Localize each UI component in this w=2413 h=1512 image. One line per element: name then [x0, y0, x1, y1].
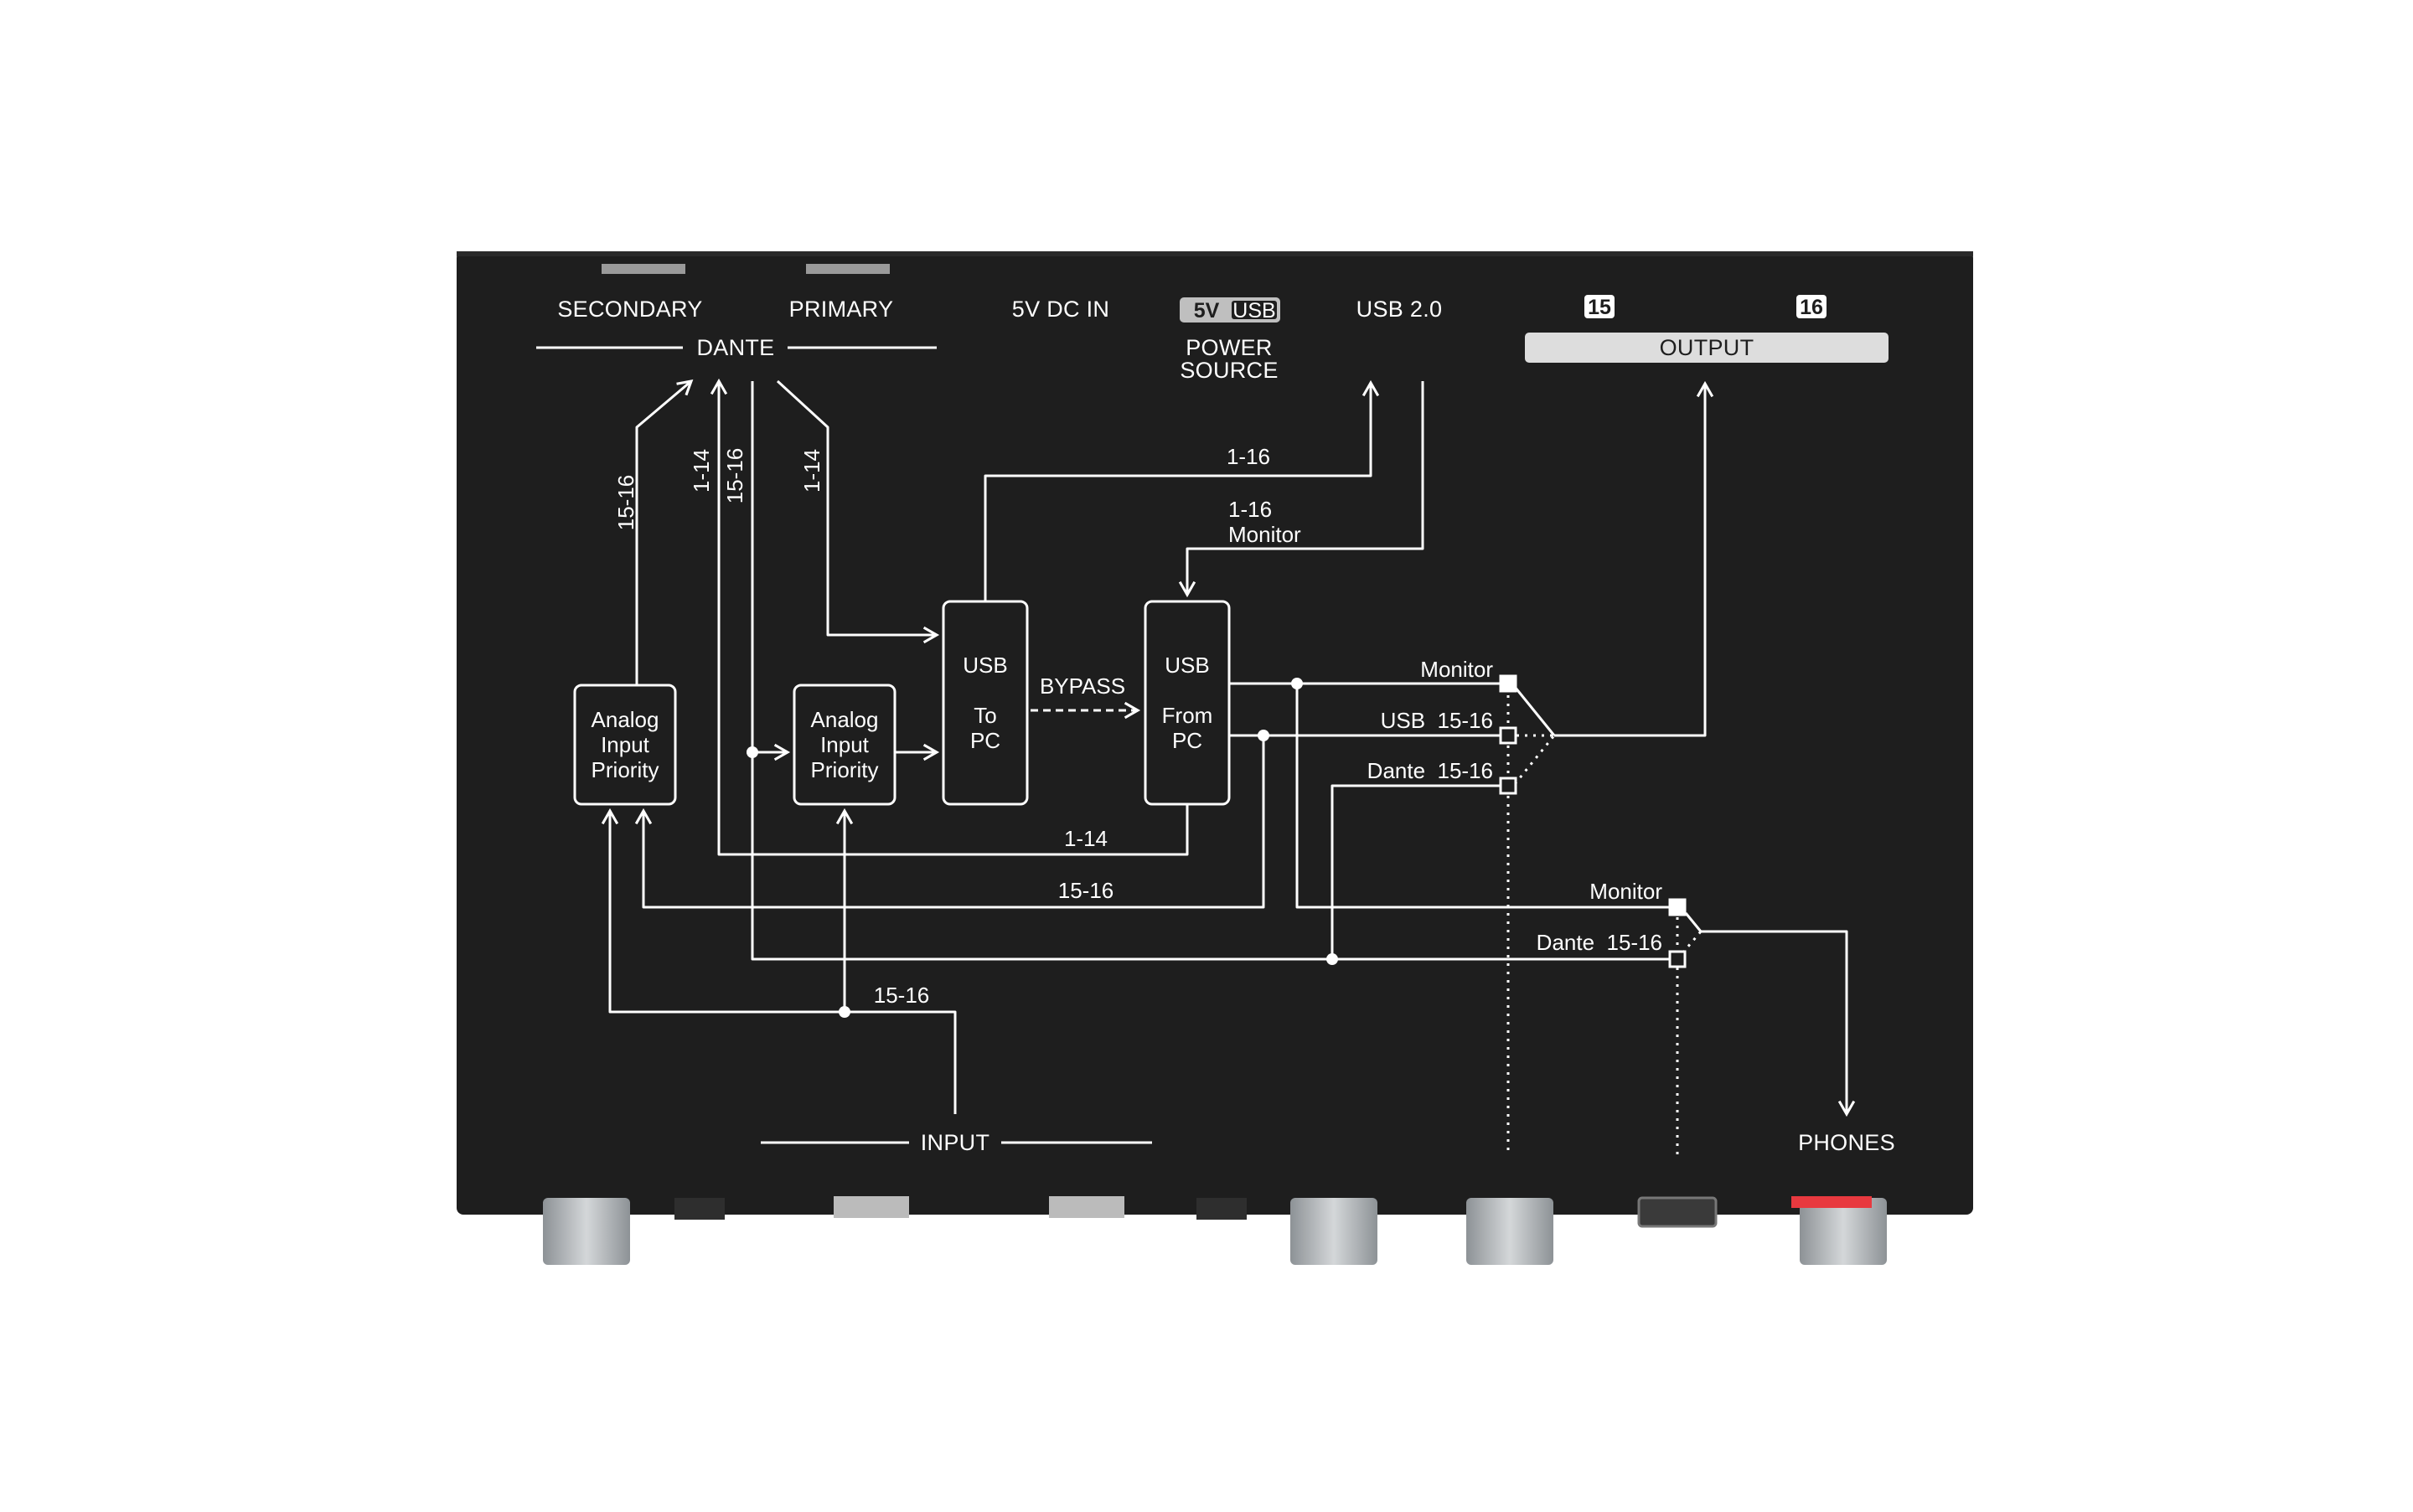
label-return-15-16: 15-16 [1058, 878, 1114, 903]
phones-label: PHONES [1798, 1130, 1895, 1155]
usb-to-pc-line3: PC [970, 728, 1000, 753]
label-phones-dante-15-16: Dante 15-16 [1537, 930, 1662, 955]
wire-monitor-to-phones [1295, 684, 1677, 909]
primary-label: PRIMARY [789, 297, 894, 322]
label-monitor-1-16-line1: 1-16 [1228, 497, 1272, 522]
power-source-line2: SOURCE [1180, 358, 1278, 383]
switch-terminals [1499, 674, 1687, 968]
dante-primary-connector [806, 264, 890, 274]
output-dante-terminal [1499, 777, 1517, 795]
input-label: INPUT [921, 1130, 990, 1155]
chassis [457, 251, 1973, 1265]
dante-secondary-connector [602, 264, 685, 274]
label-1-14-a: 1-14 [689, 449, 714, 493]
small-port-2 [1196, 1198, 1247, 1220]
knob-2[interactable] [1290, 1198, 1377, 1265]
usb-to-pc-line1: USB [963, 653, 1007, 678]
label-usb-1-16: 1-16 [1227, 444, 1270, 469]
usb-from-pc-line3: PC [1172, 728, 1202, 753]
analog1-line2: Input [601, 732, 650, 757]
input-connector-1 [834, 1196, 909, 1218]
svg-text:16: 16 [1800, 296, 1823, 319]
label-phones-monitor: Monitor [1589, 879, 1662, 904]
label-monitor-1-16-line2: Monitor [1228, 522, 1301, 547]
secondary-label: SECONDARY [557, 297, 702, 322]
output-label: OUTPUT [1660, 335, 1754, 360]
wire-input-to-analog1 [601, 808, 957, 1114]
wire-to-phones [1684, 912, 1856, 1117]
label-15-16-b: 15-16 [722, 448, 747, 504]
power-5v-label: 5V [1194, 299, 1220, 323]
analog2-line1: Analog [811, 707, 879, 732]
analog1-line3: Priority [592, 757, 659, 782]
analog-input-priority-1 [573, 684, 677, 806]
analog2-line3: Priority [811, 757, 879, 782]
analog1-line1: Analog [592, 707, 659, 732]
wire-usb-to-usb20 [984, 379, 1380, 601]
wire-to-output [1554, 380, 1714, 737]
input-connector-2 [1049, 1196, 1124, 1218]
wire-dante-1-14-to-usb [776, 379, 940, 644]
analog-input-priority-2 [793, 684, 896, 806]
phones-jack[interactable] [1637, 1196, 1718, 1228]
wire-dante-15-16-main [751, 381, 1332, 961]
small-port [674, 1198, 725, 1220]
wire-usb20-monitor [1178, 381, 1424, 598]
signal-wires [601, 378, 1856, 1144]
phones-monitor-terminal [1668, 898, 1687, 916]
wire-dante-15-16-output [1331, 784, 1508, 959]
label-bypass: BYPASS [1040, 673, 1125, 699]
output-monitor-terminal [1499, 674, 1517, 693]
knob-1[interactable] [543, 1198, 630, 1265]
wire-1-14-return [710, 378, 1189, 856]
dante-header: DANTE [536, 335, 937, 360]
phones-dante-terminal [1668, 950, 1687, 968]
svg-text:15: 15 [1588, 296, 1611, 319]
junctions [747, 678, 1338, 1018]
usb-from-pc-line2: From [1162, 703, 1213, 728]
usb20-label: USB 2.0 [1356, 297, 1443, 322]
channel-16-badge: 16 [1796, 295, 1827, 319]
label-out-usb-15-16: USB 15-16 [1381, 708, 1493, 733]
power-source-line1: POWER [1186, 335, 1273, 360]
label-out-dante-15-16: Dante 15-16 [1367, 758, 1493, 783]
switch-dotted-lines [1506, 695, 1703, 1156]
usb-from-pc-line1: USB [1165, 653, 1209, 678]
label-out-monitor: Monitor [1420, 657, 1493, 682]
output-usb-terminal [1499, 726, 1517, 745]
label-1-14-b: 1-14 [799, 449, 824, 493]
power-source-badge: 5V USB [1180, 297, 1280, 323]
knob-3[interactable] [1466, 1198, 1553, 1265]
analog2-line2: Input [820, 732, 870, 757]
knob-4[interactable] [1791, 1196, 1887, 1265]
wire-usb-15-16-return [634, 735, 1265, 909]
label-15-16-a: 15-16 [613, 475, 638, 531]
usb-to-pc-line2: To [974, 703, 996, 728]
label-input-15-16: 15-16 [874, 983, 930, 1008]
wire-analog1-to-dante [635, 379, 694, 685]
output-switch-arm [1513, 686, 1556, 736]
power-usb-label: USB [1232, 299, 1275, 323]
dante-label: DANTE [696, 335, 774, 360]
label-return-1-14: 1-14 [1064, 826, 1108, 851]
output-header: OUTPUT [1525, 333, 1889, 363]
dc-in-label: 5V DC IN [1012, 297, 1109, 322]
channel-15-badge: 15 [1584, 295, 1615, 319]
